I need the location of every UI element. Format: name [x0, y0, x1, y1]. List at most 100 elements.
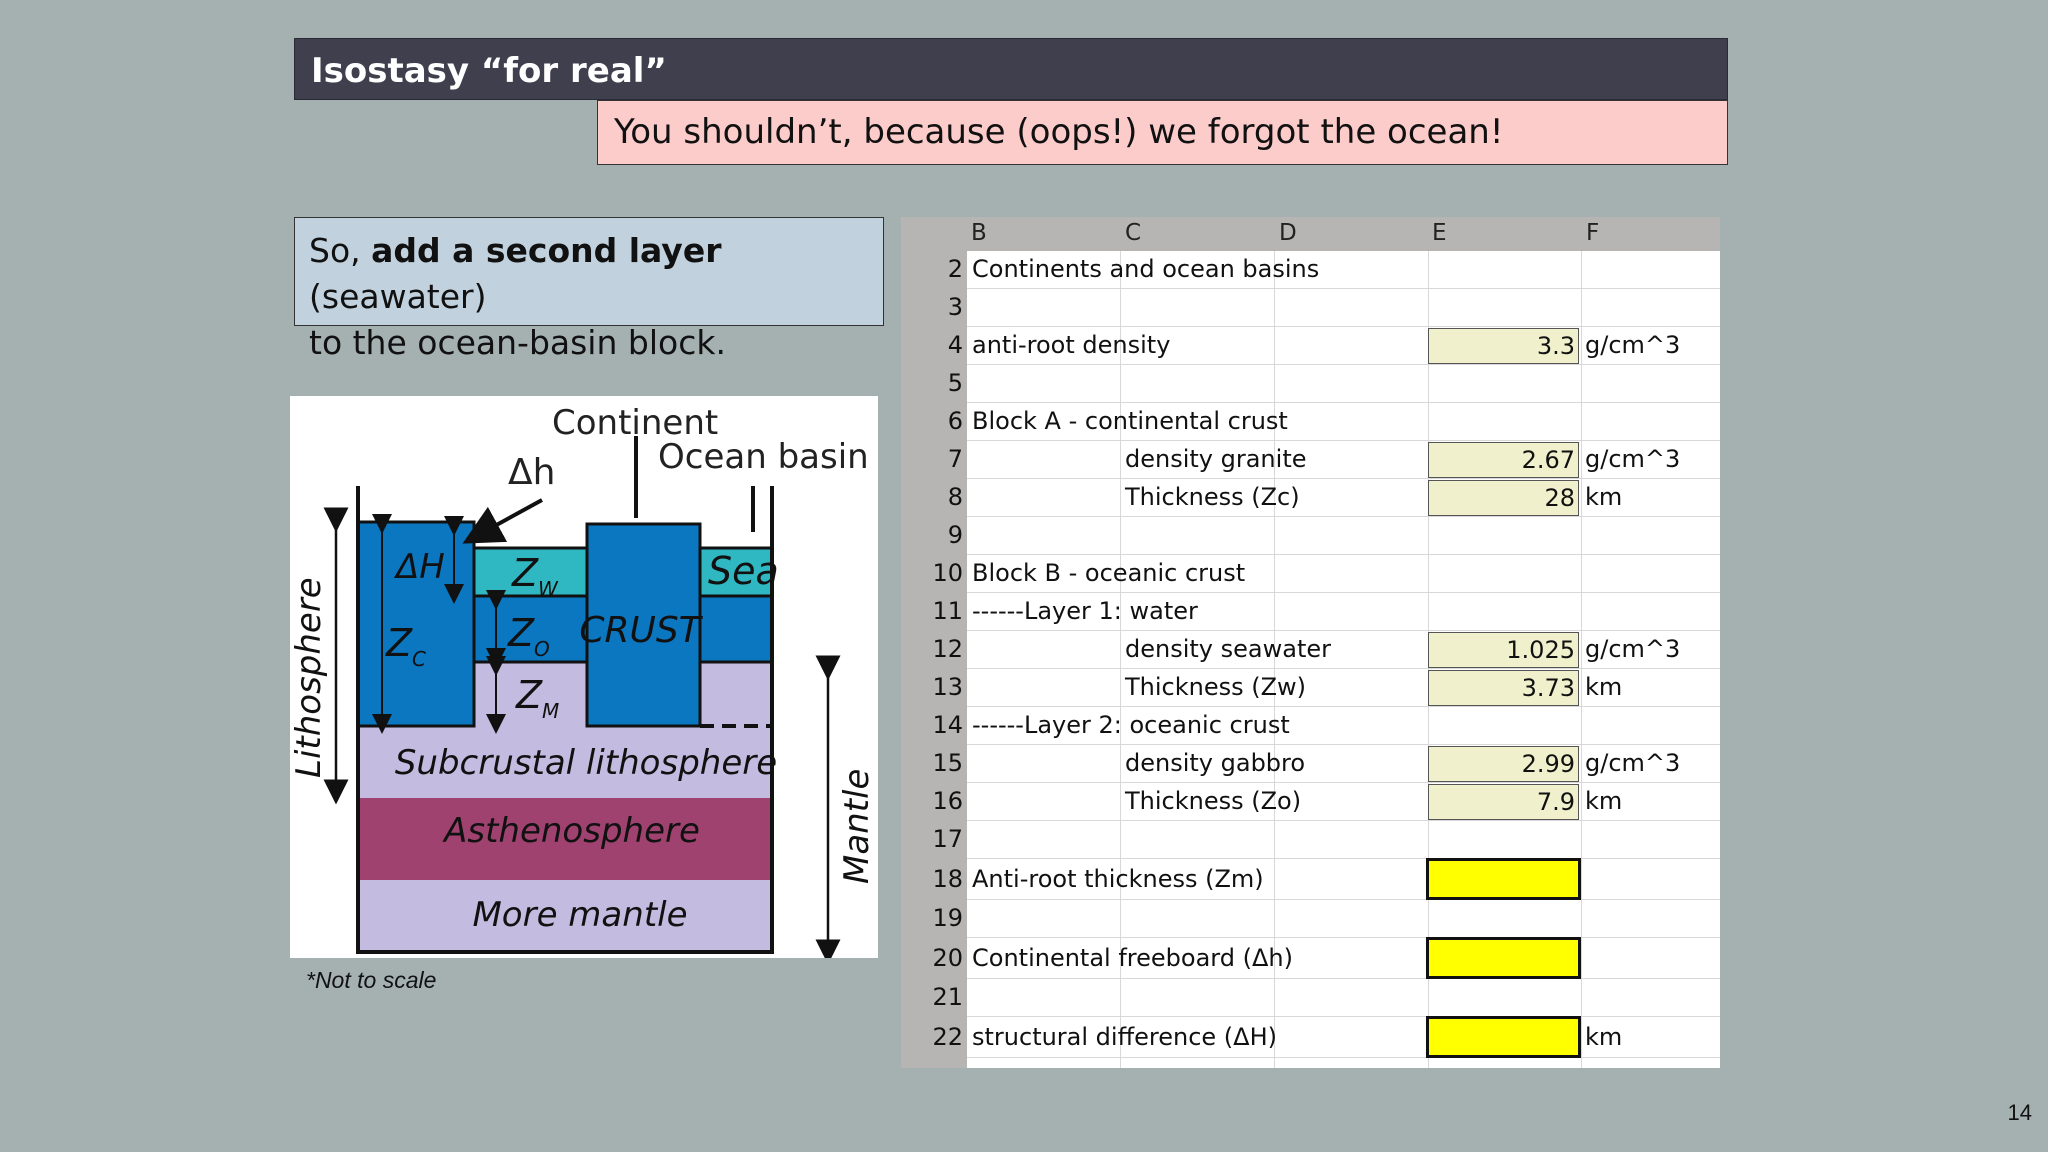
row-number[interactable]: 5	[947, 369, 963, 397]
note-bold: add a second layer	[371, 231, 722, 270]
row-number[interactable]: 4	[947, 331, 963, 359]
column-header-B[interactable]: B	[971, 220, 987, 246]
column-header-D[interactable]: D	[1279, 220, 1297, 246]
unit-label[interactable]: g/cm^3	[1585, 749, 1681, 777]
cell-b-label[interactable]: ------Layer 1: water	[972, 597, 1198, 625]
row-number[interactable]: 14	[932, 711, 963, 739]
cell-c-label[interactable]: density granite	[1125, 445, 1307, 473]
cell-b-label[interactable]: Block B - oceanic crust	[972, 559, 1246, 587]
unit-label[interactable]: g/cm^3	[1585, 331, 1681, 359]
grid-row-line	[967, 1016, 1720, 1017]
row-number[interactable]: 2	[947, 255, 963, 283]
zc-label: ZC	[385, 621, 426, 671]
row-number[interactable]: 22	[932, 1022, 963, 1051]
row-number[interactable]: 19	[932, 904, 963, 932]
unit-label[interactable]: km	[1585, 787, 1623, 815]
cell-b-label[interactable]: Block A - continental crust	[972, 407, 1288, 435]
cell-b-label[interactable]: anti-root density	[972, 331, 1171, 359]
grid-row-line	[967, 937, 1720, 938]
mantle-label: Mantle	[837, 769, 877, 884]
delta-h-arrow	[462, 498, 543, 544]
unit-label[interactable]: km	[1585, 483, 1623, 511]
input-value-cell[interactable]: 28	[1428, 480, 1579, 516]
grid-row-line	[967, 478, 1720, 479]
cell-c-label[interactable]: Thickness (Zo)	[1125, 787, 1302, 815]
lithosphere-label: Lithosphere	[290, 577, 329, 778]
note-line-1: So, add a second layer (seawater)	[309, 228, 869, 320]
cell-c-label[interactable]: density gabbro	[1125, 749, 1306, 777]
row-header-bar	[901, 217, 967, 1068]
row-number[interactable]: 9	[947, 521, 963, 549]
row-number[interactable]: 7	[947, 445, 963, 473]
unit-label[interactable]: km	[1585, 673, 1623, 701]
row-number[interactable]: 11	[932, 597, 963, 625]
row-number[interactable]: 21	[932, 983, 963, 1011]
subcrustal-layer	[358, 726, 772, 798]
cell-c-label[interactable]: density seawater	[1125, 635, 1331, 663]
note-pre: So,	[309, 231, 372, 270]
cell-b-label[interactable]: structural difference (ΔH)	[972, 1022, 1277, 1051]
input-value-cell[interactable]: 1.025	[1428, 632, 1579, 668]
row-number[interactable]: 13	[932, 673, 963, 701]
answer-cell[interactable]	[1426, 858, 1581, 900]
row-number[interactable]: 3	[947, 293, 963, 321]
grid-row-line	[967, 440, 1720, 441]
cell-b-label[interactable]: Continents and ocean basins	[972, 255, 1320, 283]
isostasy-diagram: Continent Ocean basin Δh ΔH ZC ZW ZO ZM …	[290, 396, 878, 958]
row-number[interactable]: 8	[947, 483, 963, 511]
slide-subtitle: You shouldn’t, because (oops!) we forgot…	[614, 112, 1504, 152]
input-value-cell[interactable]: 3.73	[1428, 670, 1579, 706]
cell-b-label[interactable]: Anti-root thickness (Zm)	[972, 864, 1264, 893]
ocean-basin-label: Ocean basin	[658, 437, 869, 477]
row-number[interactable]: 12	[932, 635, 963, 663]
unit-label[interactable]: km	[1585, 1022, 1623, 1051]
grid-row-line	[967, 744, 1720, 745]
grid-row-line	[967, 516, 1720, 517]
zo-label: ZO	[507, 611, 550, 661]
row-number[interactable]: 15	[932, 749, 963, 777]
row-number[interactable]: 6	[947, 407, 963, 435]
answer-cell[interactable]	[1426, 1016, 1581, 1058]
grid-row-line	[967, 668, 1720, 669]
cell-b-label[interactable]: Continental freeboard (Δh)	[972, 943, 1293, 972]
grid-row-line	[967, 364, 1720, 365]
column-header-F[interactable]: F	[1586, 220, 1600, 246]
input-value-cell[interactable]: 2.99	[1428, 746, 1579, 782]
slide-title: Isostasy “for real”	[311, 51, 667, 91]
crust-block-center	[585, 522, 702, 728]
note-line-2: to the ocean-basin block.	[309, 323, 726, 362]
grid-col-line	[1120, 251, 1121, 1068]
container-outline	[356, 486, 774, 954]
cell-c-label[interactable]: Thickness (Zc)	[1125, 483, 1300, 511]
more-mantle-label: More mantle	[472, 895, 687, 935]
grid-row-line	[967, 820, 1720, 821]
row-number[interactable]: 18	[932, 864, 963, 893]
grid-row-line	[967, 630, 1720, 631]
grid-row-line	[967, 782, 1720, 783]
cell-b-label[interactable]: ------Layer 2: oceanic crust	[972, 711, 1290, 739]
input-value-cell[interactable]: 7.9	[1428, 784, 1579, 820]
spreadsheet: B C D E F 2 Continents and ocean basins 3 4 anti-…	[901, 217, 1720, 1068]
row-number[interactable]: 20	[932, 943, 963, 972]
page-number: 14	[2007, 1100, 2032, 1125]
row-number[interactable]: 10	[932, 559, 963, 587]
column-header-C[interactable]: C	[1125, 220, 1142, 246]
grid-col-line	[1581, 251, 1582, 1068]
sea-layer-left	[472, 546, 589, 598]
slide-subtitle-box: You shouldn’t, because (oops!) we forgot…	[597, 100, 1728, 165]
asthenosphere-layer	[358, 798, 772, 880]
row-number[interactable]: 16	[932, 787, 963, 815]
cell-c-label[interactable]: Thickness (Zw)	[1125, 673, 1307, 701]
input-value-cell[interactable]: 2.67	[1428, 442, 1579, 478]
unit-label[interactable]: g/cm^3	[1585, 635, 1681, 663]
answer-cell[interactable]	[1426, 937, 1581, 979]
column-header-E[interactable]: E	[1432, 220, 1447, 246]
oceanic-crust-right	[698, 594, 774, 664]
unit-label[interactable]: g/cm^3	[1585, 445, 1681, 473]
grid-row-line	[967, 326, 1720, 327]
input-value-cell[interactable]: 3.3	[1428, 328, 1579, 364]
note-box: So, add a second layer (seawater) to the…	[294, 217, 884, 362]
grid-row-line	[967, 288, 1720, 289]
zw-label: ZW	[511, 551, 559, 601]
row-number[interactable]: 17	[932, 825, 963, 853]
